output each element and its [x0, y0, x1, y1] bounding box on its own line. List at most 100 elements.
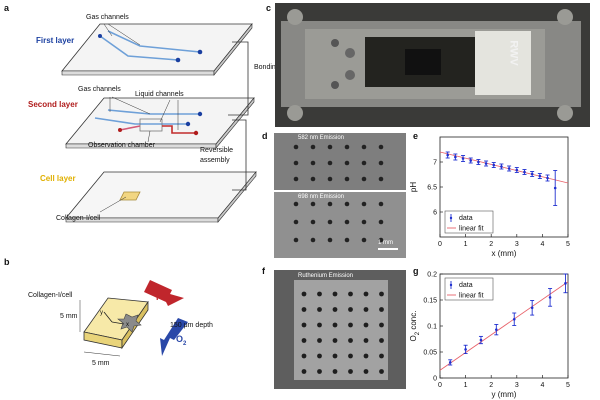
microwell-dot — [379, 338, 384, 343]
scale-bar — [378, 248, 398, 250]
emission-582-label: 582 nm Emission — [298, 135, 345, 141]
microwell-dot — [317, 291, 322, 297]
data-point — [523, 170, 526, 174]
panel-label-b: b — [4, 257, 10, 267]
linear-fit-line — [439, 281, 569, 371]
y-axis-label: O2 conc. — [409, 311, 421, 342]
microwell-dot — [301, 291, 307, 297]
data-point — [484, 162, 488, 165]
x-tick-label: 2 — [489, 241, 493, 248]
microwell-dot — [310, 176, 316, 182]
legend-fit-label: linear fit — [459, 226, 484, 233]
legend-box — [444, 210, 494, 234]
data-point — [553, 186, 557, 190]
second-layer-slab — [65, 97, 255, 149]
legend-data-label: data — [459, 215, 473, 222]
microwell-dot — [317, 322, 322, 328]
microwell-dot — [327, 144, 333, 150]
x-tick-label: 5 — [566, 382, 570, 389]
microwell-dot — [317, 353, 322, 359]
emission-698-label: 698 nm Emission — [298, 194, 345, 200]
microwell-dot — [293, 219, 299, 225]
data-point — [564, 282, 567, 285]
y-tick-label: 7 — [433, 160, 437, 167]
label-o2-arrow: O2 — [176, 334, 187, 347]
microwell-dot — [310, 160, 316, 166]
panel-label-a: a — [4, 3, 10, 13]
panel-label-f: f — [262, 266, 265, 276]
microwell-dot — [317, 369, 322, 374]
x-tick-label: 0 — [438, 382, 442, 389]
microwell-dot — [363, 369, 369, 374]
microwell-dot — [301, 307, 307, 312]
y-tick-label: 0 — [433, 376, 437, 383]
y-tick-label: 6 — [433, 210, 437, 217]
panel-a-diagram — [61, 23, 257, 223]
microwell-dot — [344, 201, 350, 207]
data-point — [448, 361, 452, 364]
label-collagen-cell-a: Collagen-I/cell — [56, 215, 101, 222]
legend-data-dot — [449, 283, 453, 287]
microwell-dot — [327, 176, 333, 182]
microwell-dot — [348, 353, 353, 359]
first-layer-slab — [61, 23, 253, 76]
label-cell-layer: Cell layer — [40, 174, 76, 183]
data-point — [492, 163, 496, 167]
microwell-dot — [348, 322, 353, 328]
microwell-dot — [348, 369, 353, 374]
microwell-dot — [317, 338, 322, 343]
microwell-dot — [361, 176, 367, 182]
microwell-dot — [363, 307, 369, 312]
microwell-dot — [379, 322, 384, 328]
ruthenium-emission-label: Ruthenium Emission — [298, 273, 354, 279]
microwell-dot — [301, 322, 307, 328]
microwell-dot — [378, 237, 384, 243]
microwell-dot — [327, 160, 333, 166]
scale-bar-label: 1 mm — [378, 240, 393, 246]
panel-label-d: d — [262, 131, 268, 141]
label-axis-y: y — [100, 310, 103, 316]
panel-label-c: c — [266, 3, 272, 13]
emission-image-698: 698 nm Emission 1 mm — [274, 192, 406, 258]
x-tick-label: 5 — [566, 241, 570, 248]
label-second-layer: Second layer — [28, 100, 78, 109]
microwell-dot — [348, 307, 353, 312]
data-point — [446, 153, 449, 157]
microwell-dot — [378, 160, 384, 166]
linear-fit-line — [439, 151, 569, 184]
data-point — [548, 296, 552, 299]
legend-box — [444, 277, 494, 301]
x-tick-label: 3 — [515, 241, 519, 248]
microwell-dot — [348, 338, 353, 343]
cell-layer-slab — [65, 171, 257, 223]
microwell-dot — [361, 160, 367, 166]
microwell-dot — [379, 307, 384, 312]
x-axis-label: y (mm) — [492, 390, 517, 399]
data-point — [454, 155, 457, 159]
microwell-dot — [327, 219, 333, 225]
x-tick-label: 1 — [464, 382, 468, 389]
label-bonding: Bonding — [254, 64, 280, 71]
microwell-dot — [327, 201, 333, 207]
microwell-dot — [344, 176, 350, 182]
microwell-dot — [361, 201, 367, 207]
x-tick-label: 4 — [540, 241, 544, 248]
label-liquid-channels: Liquid channels — [135, 91, 184, 98]
microwell-dot — [327, 237, 333, 243]
microwell-dot — [378, 201, 384, 207]
y-tick-label: 6.5 — [427, 185, 437, 192]
data-point — [515, 168, 519, 172]
microwell-dot — [332, 291, 338, 297]
microwell-dot — [301, 369, 307, 374]
panel-b-diagram — [79, 280, 188, 357]
x-tick-label: 1 — [464, 241, 468, 248]
microwell-dot — [378, 219, 384, 225]
microwell-dot — [317, 307, 322, 312]
microwell-dot — [344, 160, 350, 166]
microwell-dot — [310, 237, 316, 243]
microwell-dot — [344, 144, 350, 150]
label-reversible: Reversible — [200, 147, 234, 154]
microwell-dot — [332, 353, 338, 359]
microwell-dot — [363, 291, 369, 297]
